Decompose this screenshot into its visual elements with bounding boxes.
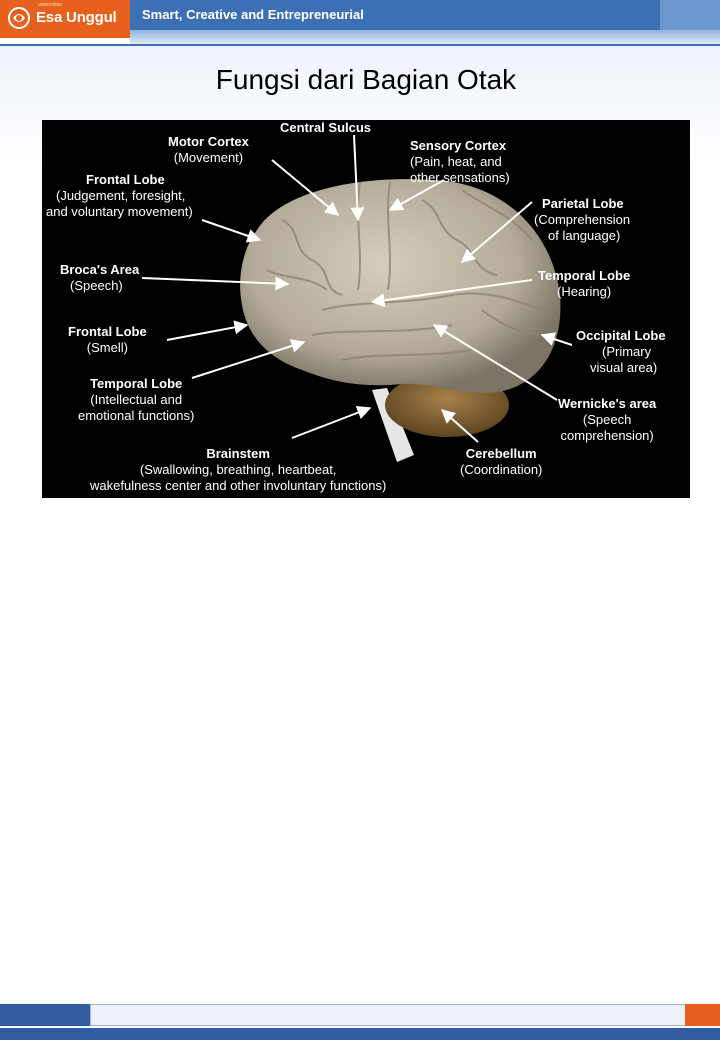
frontal-lobe-top-title: Frontal Lobe — [86, 172, 165, 187]
frontal-lobe-smell-desc: (Smell) — [86, 340, 128, 355]
university-logo: universitas Esa Unggul — [0, 0, 130, 38]
logo-text: Esa Unggul — [36, 9, 117, 26]
label-brainstem: Brainstem (Swallowing, breathing, heartb… — [90, 446, 386, 494]
label-sensory-cortex: Sensory Cortex (Pain, heat, and other se… — [410, 138, 510, 186]
label-frontal-lobe-smell: Frontal Lobe (Smell) — [68, 324, 147, 356]
parietal-lobe-desc-1: (Comprehension — [534, 212, 631, 227]
footer-bar — [0, 500, 720, 1040]
pointer-arrows — [141, 134, 573, 443]
header-band — [130, 0, 660, 30]
label-cerebellum: Cerebellum (Coordination) — [460, 446, 542, 478]
cerebrum-shape — [240, 179, 561, 393]
frontal-lobe-top-desc-2: and voluntary movement) — [46, 204, 193, 219]
footer-center-block — [90, 1004, 687, 1026]
brainstem-shape — [372, 388, 414, 462]
cerebellum-title: Cerebellum — [465, 446, 537, 461]
sensory-cortex-desc-1: (Pain, heat, and — [410, 154, 502, 169]
brocas-area-desc: (Speech) — [70, 278, 123, 293]
central-sulcus-title: Central Sulcus — [280, 120, 372, 135]
temporal-lobe-left-desc-1: (Intellectual and — [90, 392, 183, 407]
frontal-lobe-top-desc-1: (Judgement, foresight, — [56, 188, 186, 203]
temporal-lobe-right-desc: (Hearing) — [557, 284, 612, 299]
occipital-lobe-title: Occipital Lobe — [576, 328, 666, 343]
tagline: Smart, Creative and Entrepreneurial — [142, 7, 364, 22]
label-frontal-lobe-top: Frontal Lobe (Judgement, foresight, and … — [46, 172, 193, 220]
gyri-lines — [266, 181, 548, 361]
footer-left-block — [0, 1004, 90, 1026]
wernickes-area-title: Wernicke's area — [558, 396, 657, 411]
brainstem-desc-2: wakefulness center and other involuntary… — [90, 478, 387, 493]
parietal-lobe-desc-2: of language) — [548, 228, 621, 243]
label-brocas-area: Broca's Area (Speech) — [60, 262, 139, 294]
wernickes-area-desc-1: (Speech — [582, 412, 632, 427]
label-temporal-lobe-left: Temporal Lobe (Intellectual and emotiona… — [78, 376, 194, 424]
header-divider — [0, 44, 720, 46]
label-parietal-lobe: Parietal Lobe (Comprehension of language… — [534, 196, 630, 244]
label-central-sulcus: Central Sulcus — [280, 120, 371, 136]
sensory-cortex-title: Sensory Cortex — [410, 138, 507, 153]
label-motor-cortex: Motor Cortex (Movement) — [168, 134, 249, 166]
slide-title: Fungsi dari Bagian Otak — [215, 64, 517, 95]
label-occipital-lobe: Occipital Lobe (Primary visual area) — [576, 328, 666, 376]
label-temporal-lobe-right: Temporal Lobe (Hearing) — [538, 268, 630, 300]
temporal-lobe-right-title: Temporal Lobe — [538, 268, 631, 283]
header-bar: universitas Esa Unggul Smart, Creative a… — [0, 0, 720, 46]
parietal-lobe-title: Parietal Lobe — [542, 196, 624, 211]
brain-illustration — [141, 134, 573, 462]
frontal-lobe-smell-title: Frontal Lobe — [68, 324, 147, 339]
header-band-gradient — [130, 30, 720, 44]
occipital-lobe-desc-2: visual area) — [590, 360, 658, 375]
brocas-area-title: Broca's Area — [60, 262, 140, 277]
wernickes-area-desc-2: comprehension) — [560, 428, 654, 443]
brainstem-title: Brainstem — [206, 446, 270, 461]
motor-cortex-title: Motor Cortex — [168, 134, 249, 149]
footer-bottom-stripe — [0, 1028, 720, 1040]
temporal-lobe-left-desc-2: emotional functions) — [78, 408, 195, 423]
cerebellum-desc: (Coordination) — [460, 462, 543, 477]
sensory-cortex-desc-2: other sensations) — [410, 170, 510, 185]
logo-small-text: universitas — [38, 2, 62, 8]
label-wernickes-area: Wernicke's area (Speech comprehension) — [558, 396, 656, 444]
header-band-right — [660, 0, 720, 30]
brain-diagram: Central Sulcus Motor Cortex (Movement) S… — [42, 120, 690, 498]
footer-right-block — [685, 1004, 720, 1026]
logo-swirl-icon — [8, 7, 30, 29]
brainstem-desc-1: (Swallowing, breathing, heartbeat, — [139, 462, 337, 477]
occipital-lobe-desc-1: (Primary — [602, 344, 652, 359]
motor-cortex-desc: (Movement) — [173, 150, 244, 165]
temporal-lobe-left-title: Temporal Lobe — [90, 376, 183, 391]
